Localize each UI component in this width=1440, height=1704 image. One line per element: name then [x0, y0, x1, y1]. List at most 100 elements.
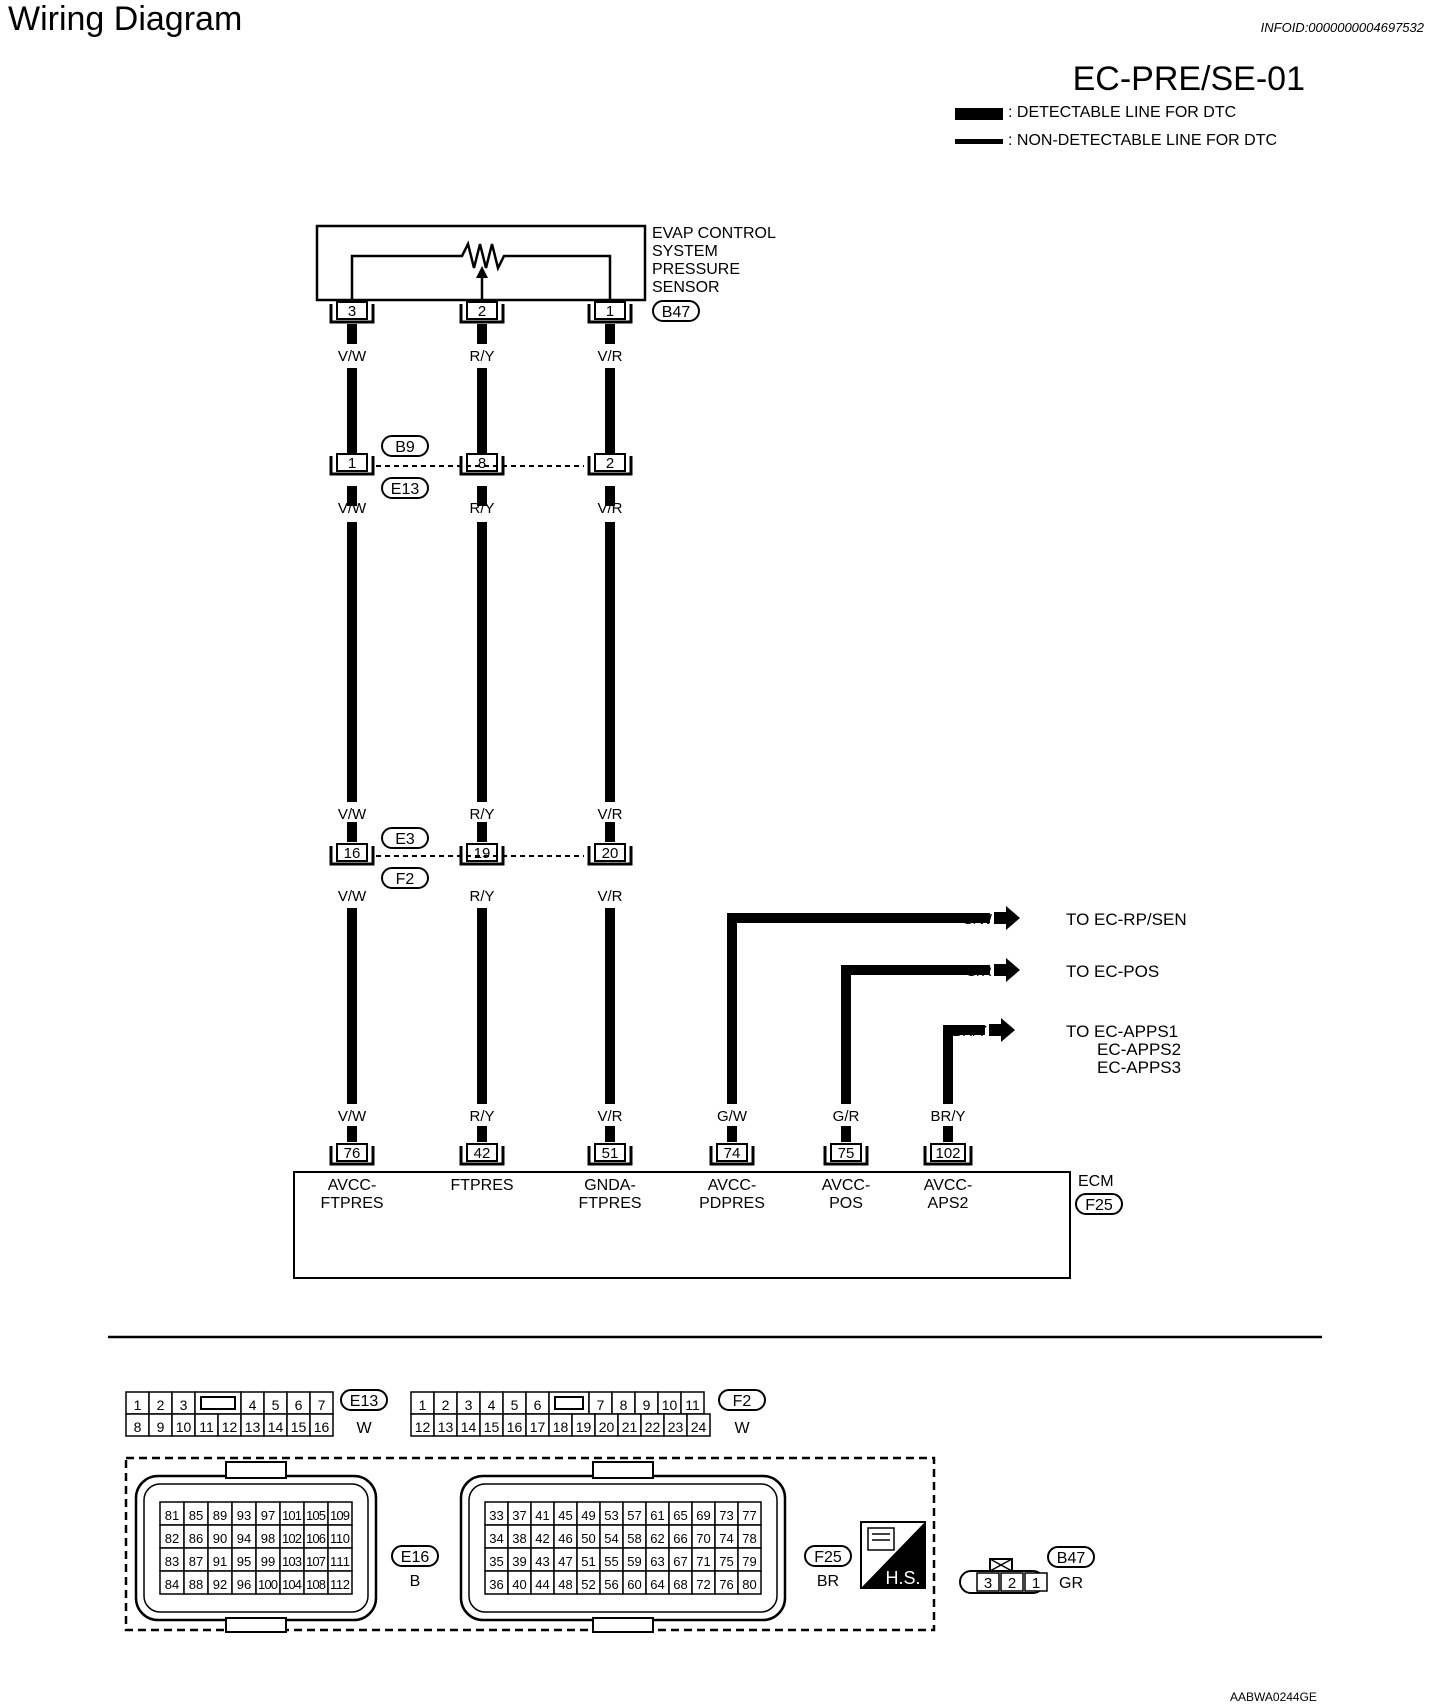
connector-pin-number: 7 — [597, 1397, 605, 1413]
connector-pin-number: 10 — [176, 1419, 192, 1435]
ecm-pin — [930, 1143, 966, 1162]
connector-pin-number: 81 — [165, 1508, 179, 1523]
connector-pin-number: 5 — [511, 1397, 519, 1413]
connector-pin-number: 40 — [512, 1577, 526, 1592]
sensor-pin-frame — [459, 304, 505, 324]
sensor-name-line: SENSOR — [652, 279, 720, 296]
wire-color-label: V/W — [338, 500, 367, 517]
ecm-terminal-label: AVCC- — [822, 1177, 871, 1194]
connector-pin-number: 1 — [1032, 1575, 1040, 1592]
connector-pin-number: 80 — [742, 1577, 756, 1592]
connector-pin-number: 10 — [662, 1397, 678, 1413]
hs-icon-fill — [861, 1522, 925, 1588]
connector-pin-number: 82 — [165, 1531, 179, 1546]
connector-pin-number: 77 — [742, 1508, 756, 1523]
wire-segment — [347, 822, 357, 842]
wire-segment — [477, 324, 487, 344]
connector-pin-number: 17 — [530, 1419, 546, 1435]
connector-pin-number: 2 — [442, 1397, 450, 1413]
e3-pin-label: 20 — [602, 845, 619, 862]
connector-pin-number: 74 — [719, 1531, 733, 1546]
branch-destination-extra: EC-APPS2 — [1097, 1040, 1181, 1059]
connector-pin-number: 69 — [696, 1508, 710, 1523]
branch-color-label: G/W — [962, 911, 993, 928]
connector-pin-number: 1 — [419, 1397, 427, 1413]
connector-pin-number: 98 — [261, 1531, 275, 1546]
branch-wire — [943, 1025, 985, 1104]
wire-segment — [347, 908, 357, 1104]
arrow-right-icon — [994, 958, 1020, 982]
branch-destination: TO EC-POS — [1066, 962, 1159, 981]
e3-pin-label: 16 — [344, 845, 361, 862]
connector-pin-number: 14 — [268, 1419, 284, 1435]
connector-pin-number: 94 — [237, 1531, 251, 1546]
sensor-name-line: EVAP CONTROL — [652, 225, 776, 242]
f25-connector-shell-inner — [468, 1483, 778, 1613]
connector-pin-number: 73 — [719, 1508, 733, 1523]
connector-pin-number: 89 — [213, 1508, 227, 1523]
wire-segment — [605, 822, 615, 842]
e13-view-badge — [340, 1389, 388, 1411]
e16-view-badge — [391, 1545, 439, 1567]
e3-pin-frame — [329, 846, 375, 866]
connector-pin-number: 37 — [512, 1508, 526, 1523]
connector-pin-number: 88 — [189, 1577, 203, 1592]
connector-pin-number: 97 — [261, 1508, 275, 1523]
connector-pin-number: 63 — [650, 1554, 664, 1569]
branch-destination: TO EC-APPS1 — [1066, 1022, 1178, 1041]
connector-pin-number: 86 — [189, 1531, 203, 1546]
connector-pin-number: 76 — [719, 1577, 733, 1592]
connector-pin-number: 87 — [189, 1554, 203, 1569]
wire-color-label: V/R — [597, 1108, 622, 1125]
ecm-terminal-label: FTPRES — [578, 1195, 641, 1212]
connector-pin-number: 38 — [512, 1531, 526, 1546]
connector-pin-number: 105 — [306, 1508, 326, 1523]
ecm-pin — [830, 1143, 862, 1162]
sensor-pin — [466, 301, 498, 320]
connector-pin-number: 21 — [622, 1419, 638, 1435]
wire-segment — [605, 324, 615, 344]
wire-segment — [347, 1126, 357, 1142]
e3-pin — [594, 843, 626, 862]
connector-pin-number: 95 — [237, 1554, 251, 1569]
b9-pin-label: 2 — [606, 455, 614, 472]
connector-pin-number: 85 — [189, 1508, 203, 1523]
ecm-connector-badge — [1075, 1193, 1123, 1215]
f2-view-badge-label: F2 — [733, 1393, 752, 1410]
f2-view-badge — [718, 1389, 766, 1411]
connector-pin-number: 7 — [318, 1397, 326, 1413]
wire-color-label: V/R — [597, 888, 622, 905]
ecm-pin-label: 102 — [935, 1145, 960, 1162]
connector-pin-number: 41 — [535, 1508, 549, 1523]
connector-pin-number: 43 — [535, 1554, 549, 1569]
b47-view-badge — [1047, 1546, 1095, 1568]
sensor-pin — [336, 301, 368, 320]
connector-pin-number: 111 — [330, 1554, 350, 1569]
branch-wire — [841, 965, 990, 1104]
sensor-pin-label: 2 — [478, 303, 486, 320]
sensor-name-line: PRESSURE — [652, 261, 740, 278]
connector-pin-number: 9 — [643, 1397, 651, 1413]
ecm-pin — [716, 1143, 748, 1162]
sensor-resistor — [350, 240, 612, 300]
hs-label: H.S. — [885, 1568, 920, 1588]
legend-detectable: : DETECTABLE LINE FOR DTC — [1008, 104, 1237, 121]
wire-color-label: V/W — [338, 806, 367, 823]
wire-segment — [943, 1126, 953, 1142]
sensor-connector-badge-label: B47 — [662, 304, 691, 321]
ecm-pin-frame — [587, 1146, 633, 1166]
connector-pin-number: 78 — [742, 1531, 756, 1546]
wire-segment — [605, 1126, 615, 1142]
sensor-connector-badge — [652, 300, 700, 322]
wire-segment — [347, 486, 357, 506]
wire-segment — [477, 908, 487, 1104]
footer-code: AABWA0244GE — [1230, 1690, 1317, 1704]
connector-lock-tab — [200, 1396, 236, 1410]
connector-pin-number: 92 — [213, 1577, 227, 1592]
connector-pin-number: 104 — [282, 1577, 302, 1592]
connector-pin-number: 42 — [535, 1531, 549, 1546]
connector-pin-number: 13 — [245, 1419, 261, 1435]
connector-pin-number: 53 — [604, 1508, 618, 1523]
e16-connector-latch — [225, 1461, 287, 1479]
ecm-terminal-label: PDPRES — [699, 1195, 765, 1212]
